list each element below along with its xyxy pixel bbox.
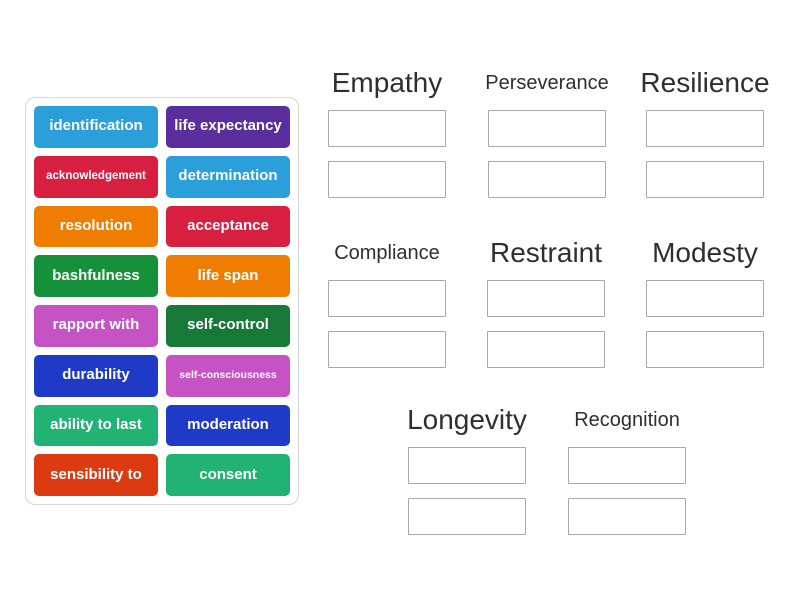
- category-group-modesty: Modesty: [625, 226, 785, 382]
- drop-slot[interactable]: [568, 447, 686, 484]
- word-tile[interactable]: identification: [34, 106, 158, 148]
- word-tile[interactable]: self-control: [166, 305, 290, 347]
- category-group-recognition: Recognition: [547, 393, 707, 549]
- word-tile[interactable]: life span: [166, 255, 290, 297]
- drop-slot[interactable]: [487, 331, 605, 368]
- drop-slot[interactable]: [328, 280, 446, 317]
- category-group-restraint: Restraint: [466, 226, 626, 382]
- category-group-compliance: Compliance: [307, 226, 467, 382]
- word-tile[interactable]: ability to last: [34, 404, 158, 447]
- drop-slot[interactable]: [408, 498, 526, 535]
- drop-slot[interactable]: [487, 280, 605, 317]
- drop-slot[interactable]: [408, 447, 526, 484]
- word-tile[interactable]: durability: [34, 354, 158, 397]
- drop-slot[interactable]: [646, 331, 764, 368]
- drop-slot[interactable]: [328, 161, 446, 198]
- category-label: Perseverance: [485, 71, 609, 94]
- category-label: Resilience: [640, 67, 770, 98]
- category-label: Recognition: [574, 408, 680, 431]
- word-tile[interactable]: rapport with: [34, 305, 158, 347]
- word-tile-tray: identification life expectancy acknowled…: [25, 97, 299, 505]
- word-tile[interactable]: self-consciousness: [166, 354, 290, 397]
- drop-slot[interactable]: [646, 110, 764, 147]
- category-label: Longevity: [407, 404, 527, 435]
- drop-slot[interactable]: [568, 498, 686, 535]
- word-tile[interactable]: life expectancy: [166, 106, 290, 148]
- word-tile[interactable]: determination: [166, 155, 290, 198]
- drop-slot[interactable]: [488, 161, 606, 198]
- drop-slot[interactable]: [646, 280, 764, 317]
- category-label: Restraint: [489, 237, 603, 268]
- category-group-resilience: Resilience: [625, 56, 785, 212]
- drop-slot[interactable]: [488, 110, 606, 147]
- word-tile[interactable]: bashfulness: [34, 255, 158, 297]
- word-tile[interactable]: acceptance: [166, 205, 290, 248]
- category-label: Compliance: [334, 241, 440, 264]
- word-tile[interactable]: resolution: [34, 205, 158, 248]
- category-group-empathy: Empathy: [307, 56, 467, 212]
- word-tile[interactable]: consent: [166, 454, 290, 496]
- drop-slot[interactable]: [646, 161, 764, 198]
- drop-slot[interactable]: [328, 110, 446, 147]
- category-label: Modesty: [652, 237, 758, 268]
- word-tile[interactable]: moderation: [166, 404, 290, 447]
- word-tile[interactable]: sensibility to: [34, 454, 158, 496]
- category-group-perseverance: Perseverance: [467, 56, 627, 212]
- category-group-longevity: Longevity: [387, 393, 547, 549]
- category-label: Empathy: [331, 67, 443, 98]
- word-tile[interactable]: acknowledgement: [34, 155, 158, 198]
- drop-slot[interactable]: [328, 331, 446, 368]
